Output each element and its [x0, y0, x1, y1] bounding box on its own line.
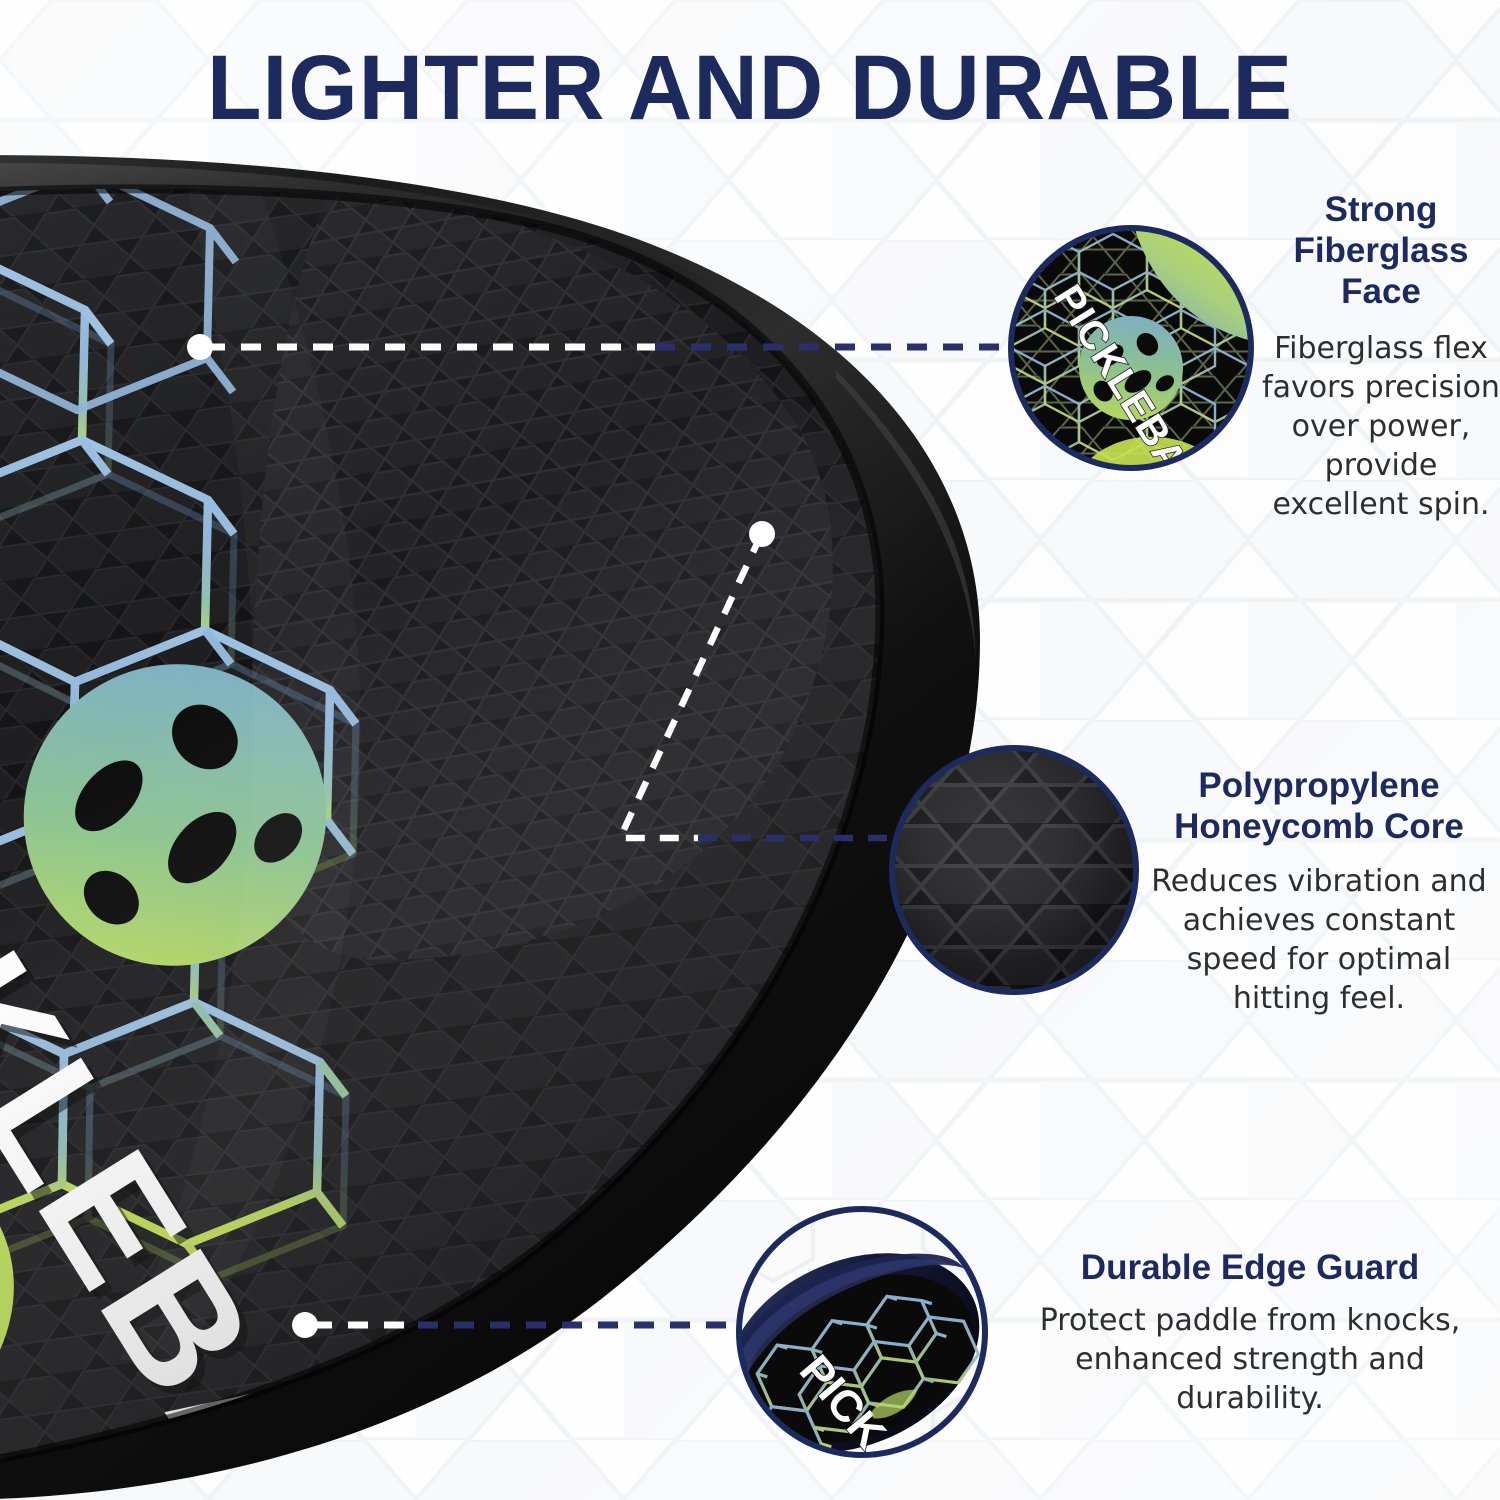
callout-fiberglass-face: Strong Fiberglass Face Fiberglass flex f…	[1262, 190, 1500, 524]
page-title: LIGHTER AND DURABLE	[207, 37, 1293, 139]
callout-body: Protect paddle from knocks, enhanced str…	[1039, 1302, 1461, 1416]
detail-circle-honeycomb-core	[889, 745, 1139, 995]
detail-circle-fiberglass-face: PICKLEBAL	[1008, 225, 1254, 471]
callout-edge-guard: Durable Edge Guard Protect paddle from k…	[1000, 1248, 1500, 1418]
circle-border	[736, 1206, 988, 1458]
circle-border	[889, 745, 1139, 995]
detail-circle-edge-guard: PICK	[736, 1206, 988, 1458]
callout-body: Fiberglass flex favors precision over po…	[1262, 330, 1500, 522]
callout-heading: Durable Edge Guard	[1080, 1248, 1420, 1287]
callout-heading: Polypropylene Honeycomb Core	[1174, 766, 1464, 846]
callout-heading: Strong Fiberglass Face	[1293, 190, 1469, 311]
callout-body: Reduces vibration and achieves constant …	[1151, 863, 1487, 1016]
circle-border	[1008, 225, 1254, 471]
callout-honeycomb-core: Polypropylene Honeycomb Core Reduces vib…	[1140, 766, 1498, 1018]
